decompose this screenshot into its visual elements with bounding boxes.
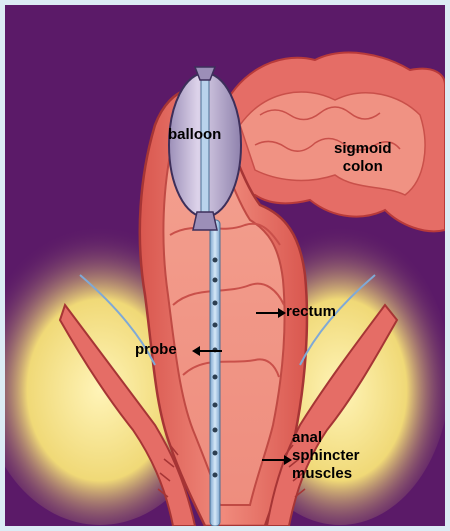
anatomy-drawing [5, 5, 445, 526]
rectum-label: rectum [286, 303, 336, 321]
anal-sphincter-label-line-1: anal [292, 429, 360, 447]
rectum-arrow-icon [255, 307, 287, 319]
probe-arrow-icon [191, 345, 223, 357]
sphincter-arrow-icon [261, 454, 293, 466]
sigmoid-colon-label: sigmoid colon [334, 140, 392, 176]
sigmoid-colon-label-line-1: sigmoid [334, 140, 392, 158]
balloon-inner-tube [201, 75, 209, 215]
probe-label: probe [135, 341, 177, 359]
probe-tube [210, 220, 220, 526]
anal-sphincter-label-line-2: sphincter [292, 447, 360, 465]
anatomy-illustration: balloon sigmoid colon rectum probe anal … [5, 5, 445, 526]
balloon-bottom-cap [193, 212, 217, 230]
balloon-label: balloon [168, 126, 221, 144]
anal-sphincter-label: anal sphincter muscles [292, 429, 360, 483]
anal-sphincter-label-line-3: muscles [292, 465, 360, 483]
sigmoid-colon-label-line-2: colon [334, 158, 392, 176]
